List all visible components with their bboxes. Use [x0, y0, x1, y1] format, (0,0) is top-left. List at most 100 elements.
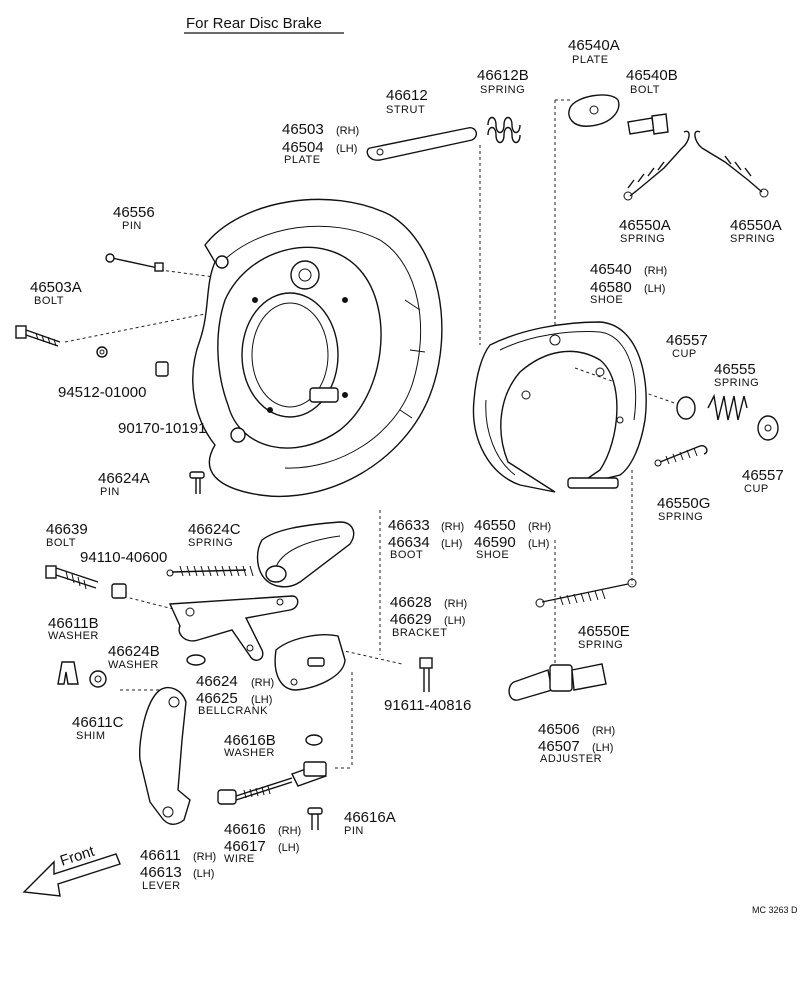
label-46550A-left: 46550A SPRING	[619, 217, 671, 245]
svg-text:(LH): (LH)	[193, 868, 214, 880]
washer-46611B-drawing	[57, 661, 79, 685]
label-46624: 46624 (RH) 46625 (LH) BELLCRANK	[196, 673, 274, 717]
svg-text:46633: 46633	[388, 517, 430, 534]
label-46550A-right: 46550A SPRING	[730, 217, 782, 245]
svg-text:46628: 46628	[390, 594, 432, 611]
svg-text:46506: 46506	[538, 721, 580, 738]
svg-text:STRUT: STRUT	[386, 104, 425, 116]
svg-text:(RH): (RH)	[336, 125, 359, 137]
svg-text:46557: 46557	[742, 467, 784, 484]
svg-text:46556: 46556	[113, 204, 155, 221]
label-46612B: 46612B SPRING	[477, 67, 529, 96]
washer-46624B-drawing	[186, 654, 206, 666]
svg-text:46540: 46540	[590, 261, 632, 278]
svg-text:46503: 46503	[282, 121, 324, 138]
boot-46633-drawing	[256, 521, 355, 588]
svg-text:PIN: PIN	[100, 486, 120, 498]
svg-text:46613: 46613	[140, 864, 182, 881]
wire-46616-drawing	[217, 761, 327, 805]
label-94110: 94110-40600	[80, 549, 167, 566]
label-46616A: 46616A PIN	[344, 809, 396, 837]
svg-text:46611B: 46611B	[48, 615, 99, 632]
svg-text:(RH): (RH)	[592, 725, 615, 737]
label-46503: 46503 (RH) 46504 (LH) PLATE	[282, 121, 359, 166]
label-46624A: 46624A PIN	[98, 470, 150, 498]
label-46540A: 46540A PLATE	[568, 37, 620, 66]
washer-94512-drawing	[96, 346, 108, 358]
label-46616: 46616 (RH) 46617 (LH) WIRE	[224, 821, 301, 865]
nut-90170-drawing	[155, 361, 169, 377]
svg-text:BOLT: BOLT	[630, 84, 660, 96]
label-46624B: 46624B WASHER	[108, 643, 160, 671]
svg-text:46616: 46616	[224, 821, 266, 838]
svg-text:PLATE: PLATE	[572, 54, 609, 66]
label-46540: 46540 (RH) 46580 (LH) SHOE	[590, 261, 667, 306]
svg-text:46616B: 46616B	[224, 732, 276, 749]
svg-text:46590: 46590	[474, 534, 516, 551]
spring-46550A-right-drawing	[694, 130, 769, 198]
lever-46611-drawing	[138, 686, 191, 825]
svg-text:CUP: CUP	[672, 348, 697, 360]
label-46616B: 46616B WASHER	[224, 732, 276, 759]
label-46611B: 46611B WASHER	[48, 615, 99, 642]
svg-text:46624B: 46624B	[108, 643, 160, 660]
svg-text:SHIM: SHIM	[76, 730, 106, 742]
label-46611C: 46611C SHIM	[72, 714, 124, 742]
svg-text:ADJUSTER: ADJUSTER	[540, 753, 602, 765]
washer-46616B-drawing	[305, 734, 323, 746]
svg-text:(LH): (LH)	[592, 742, 613, 754]
svg-text:46617: 46617	[224, 838, 266, 855]
svg-text:(LH): (LH)	[278, 842, 299, 854]
svg-text:46611: 46611	[140, 847, 181, 864]
svg-text:(RH): (RH)	[193, 851, 216, 863]
svg-text:46504: 46504	[282, 139, 324, 156]
svg-text:46555: 46555	[714, 361, 756, 378]
label-94512: 94512-01000	[58, 384, 146, 401]
svg-text:(RH): (RH)	[644, 265, 667, 277]
bolt-46540B-drawing	[627, 113, 669, 135]
svg-text:46503A: 46503A	[30, 279, 82, 296]
spring-46624C-drawing	[166, 565, 254, 577]
svg-text:46540B: 46540B	[626, 67, 678, 84]
svg-text:WASHER: WASHER	[224, 747, 275, 759]
adjuster-46506-drawing	[508, 663, 607, 701]
plate-46540A-drawing	[568, 94, 620, 127]
svg-text:SHOE: SHOE	[590, 294, 623, 306]
label-46624C: 46624C SPRING	[188, 521, 241, 549]
label-46557-cup-top: 46557 CUP	[666, 332, 708, 360]
spring-46555-drawing	[707, 393, 748, 421]
svg-text:(RH): (RH)	[441, 521, 464, 533]
svg-text:46634: 46634	[388, 534, 430, 551]
label-46506: 46506 (RH) 46507 (LH) ADJUSTER	[538, 721, 615, 765]
svg-text:46624: 46624	[196, 673, 238, 690]
label-90170: 90170-10191	[118, 420, 206, 437]
svg-text:46612B: 46612B	[477, 67, 529, 84]
label-46550G: 46550G SPRING	[657, 495, 710, 523]
svg-text:(RH): (RH)	[528, 521, 551, 533]
svg-text:94512-01000: 94512-01000	[58, 384, 146, 401]
bracket-46628-drawing	[274, 634, 346, 691]
title-text: For Rear Disc Brake	[186, 15, 322, 32]
label-91611: 91611-40816	[384, 697, 471, 714]
svg-text:90170-10191: 90170-10191	[118, 420, 206, 437]
label-46612: 46612 STRUT	[386, 87, 428, 116]
svg-text:(RH): (RH)	[278, 825, 301, 837]
svg-text:SPRING: SPRING	[188, 537, 233, 549]
svg-text:46616A: 46616A	[344, 809, 396, 826]
pin-46616A-drawing	[307, 807, 323, 830]
svg-text:46639: 46639	[46, 521, 88, 538]
pin-46624A-drawing	[189, 471, 205, 494]
label-46611: 46611 (RH) 46613 (LH) LEVER	[140, 847, 216, 892]
svg-text:46612: 46612	[386, 87, 428, 104]
svg-text:(LH): (LH)	[336, 143, 357, 155]
label-46550: 46550 (RH) 46590 (LH) SHOE	[474, 517, 551, 561]
svg-text:CUP: CUP	[744, 483, 769, 495]
svg-text:BOLT: BOLT	[46, 537, 76, 549]
svg-text:PIN: PIN	[344, 825, 364, 837]
reference-code: MC 3263 D	[752, 905, 798, 915]
svg-text:SPRING: SPRING	[714, 377, 759, 389]
svg-text:BOLT: BOLT	[34, 295, 64, 307]
svg-text:SPRING: SPRING	[620, 233, 665, 245]
spring-46550G-drawing	[654, 444, 708, 467]
